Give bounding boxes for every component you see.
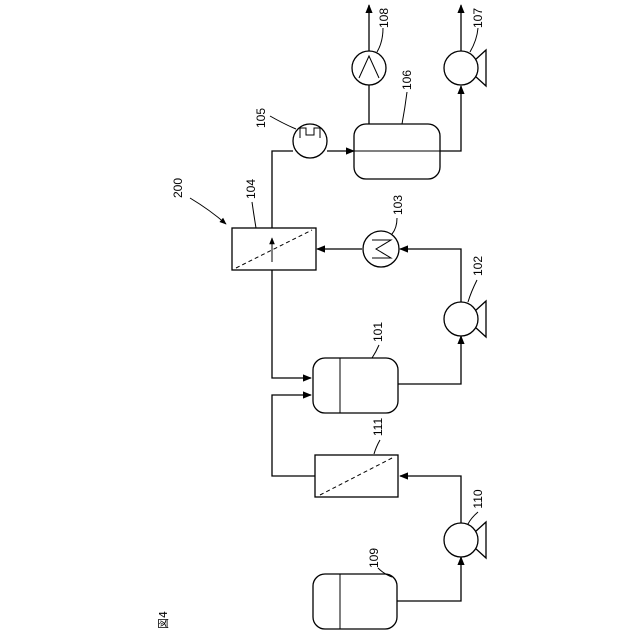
pipe-102-to-103 (400, 249, 461, 302)
pipe-104-to-105 (272, 151, 293, 228)
label-107: 107 (471, 8, 485, 28)
pump-107 (444, 50, 486, 86)
tank-106 (354, 124, 440, 179)
label-108: 108 (377, 8, 391, 28)
figure-label: 図4 (157, 611, 170, 629)
compressor-105 (293, 124, 327, 158)
label-104: 104 (244, 179, 258, 199)
pipe-109-to-110 (397, 557, 461, 601)
pipes (272, 5, 461, 601)
label-106: 106 (400, 70, 414, 90)
label-110: 110 (471, 489, 485, 508)
blower-108 (352, 51, 386, 85)
pump-110 (444, 522, 486, 558)
pipe-104-to-101 (272, 270, 311, 378)
label-200: 200 (171, 178, 185, 198)
pipe-106-to-107 (440, 86, 461, 151)
label-103: 103 (391, 195, 405, 215)
pipe-111-to-101 (272, 395, 315, 476)
label-111: 111 (371, 418, 385, 437)
tank-101 (313, 358, 398, 413)
label-101: 101 (371, 322, 385, 342)
pipe-110-to-111 (400, 476, 461, 523)
membrane-module-111 (315, 455, 398, 497)
label-105: 105 (254, 108, 268, 128)
tank-109 (313, 574, 397, 629)
label-102: 102 (471, 256, 485, 276)
membrane-module-104 (232, 228, 316, 270)
pump-102 (444, 301, 486, 337)
heater-103 (363, 231, 399, 267)
label-109: 109 (367, 548, 381, 568)
pipe-101-to-102 (398, 336, 461, 384)
